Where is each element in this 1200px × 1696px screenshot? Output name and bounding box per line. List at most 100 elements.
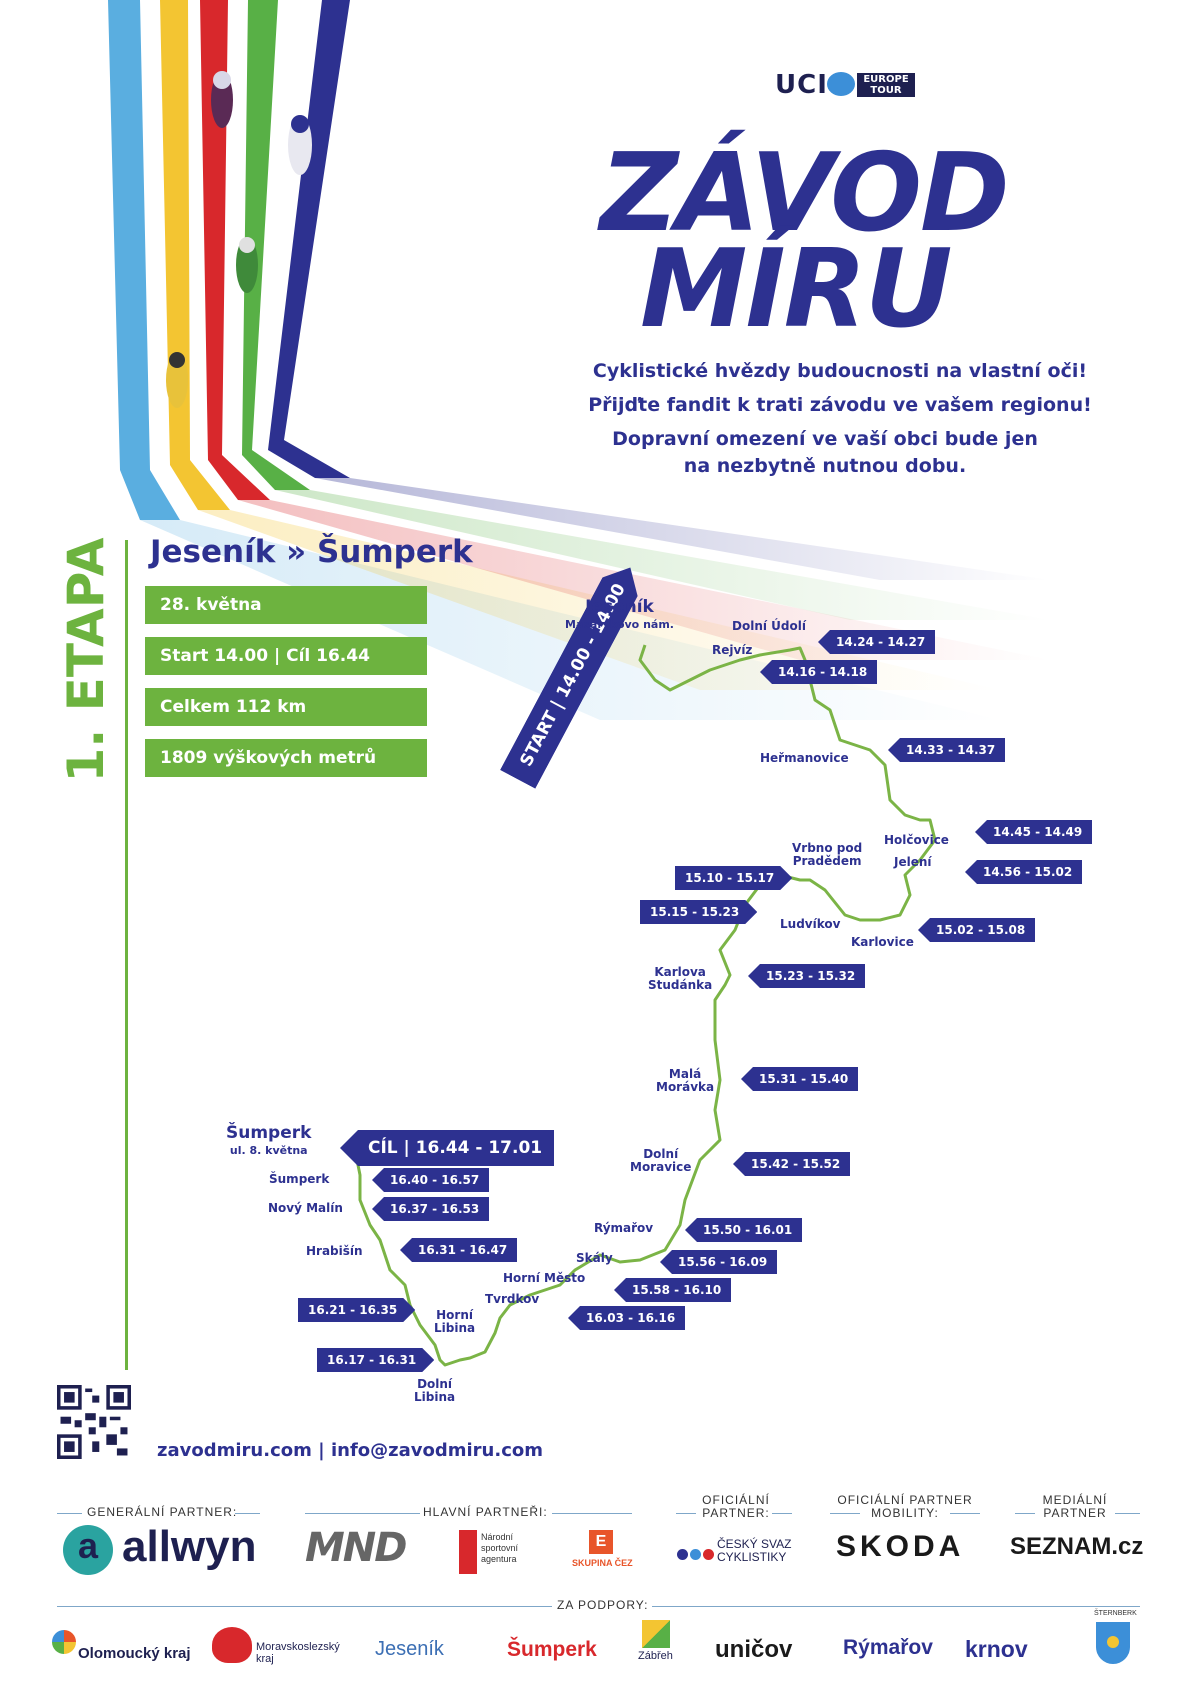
time-horni-libina: 16.21 - 16.35 [298,1298,415,1322]
label-media-line-1: MEDIÁLNÍ [1042,1493,1108,1507]
badge-line-2: TOUR [870,85,902,96]
place-dolni-libina-line-2: Libina [414,1390,456,1404]
time-rymarov: 15.50 - 16.01 [685,1218,803,1242]
place-dolni-mor-line-1: Dolní [643,1147,679,1161]
time-holcovice: 14.45 - 14.49 [975,820,1093,844]
csc-line-1: ČESKÝ SVAZ [717,1537,792,1551]
times-box: Start 14.00 | Cíl 16.44 [145,637,427,675]
rule [235,1513,260,1514]
nsa-line-1: Národní [481,1532,514,1542]
tagline-4: na nezbytně nutnou dobu. [683,455,967,477]
csc-line-2: CYKLISTIKY [717,1550,787,1564]
mnd-logo: MND [305,1525,407,1571]
route-title: Jeseník » Šumperk [150,534,473,570]
time-novy-malin: 16.37 - 16.53 [372,1197,490,1221]
msk-line-1: Moravskoslezský [256,1641,340,1653]
sternberk-coat-of-arms-icon [1096,1622,1130,1664]
time-karlovice: 15.02 - 15.08 [918,918,1036,942]
sumperk-logo: Šumperk [507,1638,597,1661]
label-general-partner: GENERÁLNÍ PARTNER: [87,1505,238,1519]
time-ludvikov: 15.15 - 15.23 [640,900,757,924]
allwyn-logo: allwyn [122,1522,257,1571]
place-ludvikov: Ludvíkov [780,917,841,931]
place-karlova-line-2: Studánka [648,978,713,992]
time-tvrdkov: 16.03 - 16.16 [568,1306,686,1330]
tagline-2: Přijďte fandit k trati závodu ve vašem r… [588,394,1092,416]
time-dolni-libina: 16.17 - 16.31 [317,1348,434,1372]
rymarov-logo: Rýmařov [843,1636,933,1659]
place-dolni-mor-line-2: Moravice [630,1160,692,1174]
place-jeleni: Jelení [894,855,932,869]
vertical-divider [125,540,128,1370]
label-official-line-1: OFICIÁLNÍ [702,1493,770,1507]
elevation-box: 1809 výškových metrů [145,739,427,777]
nsa-line-2: sportovní [481,1543,519,1553]
place-sumperk-small: Šumperk [269,1172,330,1186]
time-skaly: 15.56 - 16.09 [660,1250,778,1274]
zabreh-logo: Zábřeh [638,1650,673,1662]
uci-europe-tour-logo: UCI EUROPE TOUR [775,70,915,100]
krnov-logo: krnov [965,1636,1028,1662]
label-support: ZA PODPORY: [557,1598,649,1612]
olomoucky-logo-mark [52,1630,76,1654]
place-sumperk-name: Šumperk [226,1123,312,1143]
time-dolni-moravice: 15.42 - 15.52 [733,1152,851,1176]
zabreh-logo-mark [642,1620,670,1648]
nsa-logo-mark [459,1530,477,1574]
msk-line-2: kraj [256,1653,274,1665]
time-mala: 15.31 - 15.40 [741,1067,859,1091]
place-sumperk-sub: ul. 8. května [229,1144,308,1157]
cez-logo-mark: E [589,1530,613,1554]
badge-line-1: EUROPE [863,74,909,85]
time-dolni-udoli: 14.24 - 14.27 [818,630,936,654]
time-vrbno: 15.10 - 15.17 [675,866,792,890]
globe-icon [827,72,855,96]
distance-box: Celkem 112 km [145,688,427,726]
time-hermanovice: 14.33 - 14.37 [888,738,1006,762]
place-horni-libina-line-1: Horní [436,1308,473,1322]
label-mobility-line-1: OFICIÁLNÍ PARTNER [837,1493,973,1507]
time-rejviz: 14.16 - 14.18 [760,660,878,684]
place-holcovice: Holčovice [884,833,949,847]
jesenik-logo: Jeseník [375,1638,444,1660]
rule [772,1513,792,1514]
rule [676,1513,696,1514]
place-tvrdkov: Tvrdkov [485,1292,540,1306]
allwyn-mark-letter: a [77,1525,99,1566]
unicov-logo: uničov [715,1636,793,1663]
rule [652,1606,1140,1607]
rule [305,1513,420,1514]
rule [57,1606,552,1607]
time-sumperk: 16.40 - 16.57 [372,1168,490,1192]
time-horni-mesto: 15.58 - 16.10 [614,1278,732,1302]
qr-code-icon[interactable] [57,1385,131,1459]
place-hrabisin: Hrabišín [306,1244,363,1258]
place-mala-line-1: Malá [668,1067,702,1081]
contact-line[interactable]: zavodmiru.com | info@zavodmiru.com [157,1440,543,1461]
place-jesenik-name: Jeseník [585,597,654,617]
title-line-2: MÍRU [640,227,953,352]
place-mala-line-2: Morávka [656,1080,715,1094]
place-horni-libina-line-2: Libina [434,1321,476,1335]
finish-arrow: CÍL | 16.44 - 17.01 [340,1130,555,1166]
rule [1015,1513,1035,1514]
nsa-line-3: agentura [481,1554,517,1564]
olomoucky-logo: Olomoucký kraj [78,1645,191,1662]
allwyn-logo-mark: a [63,1525,113,1575]
rule [950,1513,980,1514]
time-karlova: 15.23 - 15.32 [748,964,866,988]
place-jesenik-sub: Masarykovo nám. [565,618,674,631]
label-mobility-line-2: MOBILITY: [871,1506,939,1520]
label-official-line-2: PARTNER: [702,1506,770,1520]
